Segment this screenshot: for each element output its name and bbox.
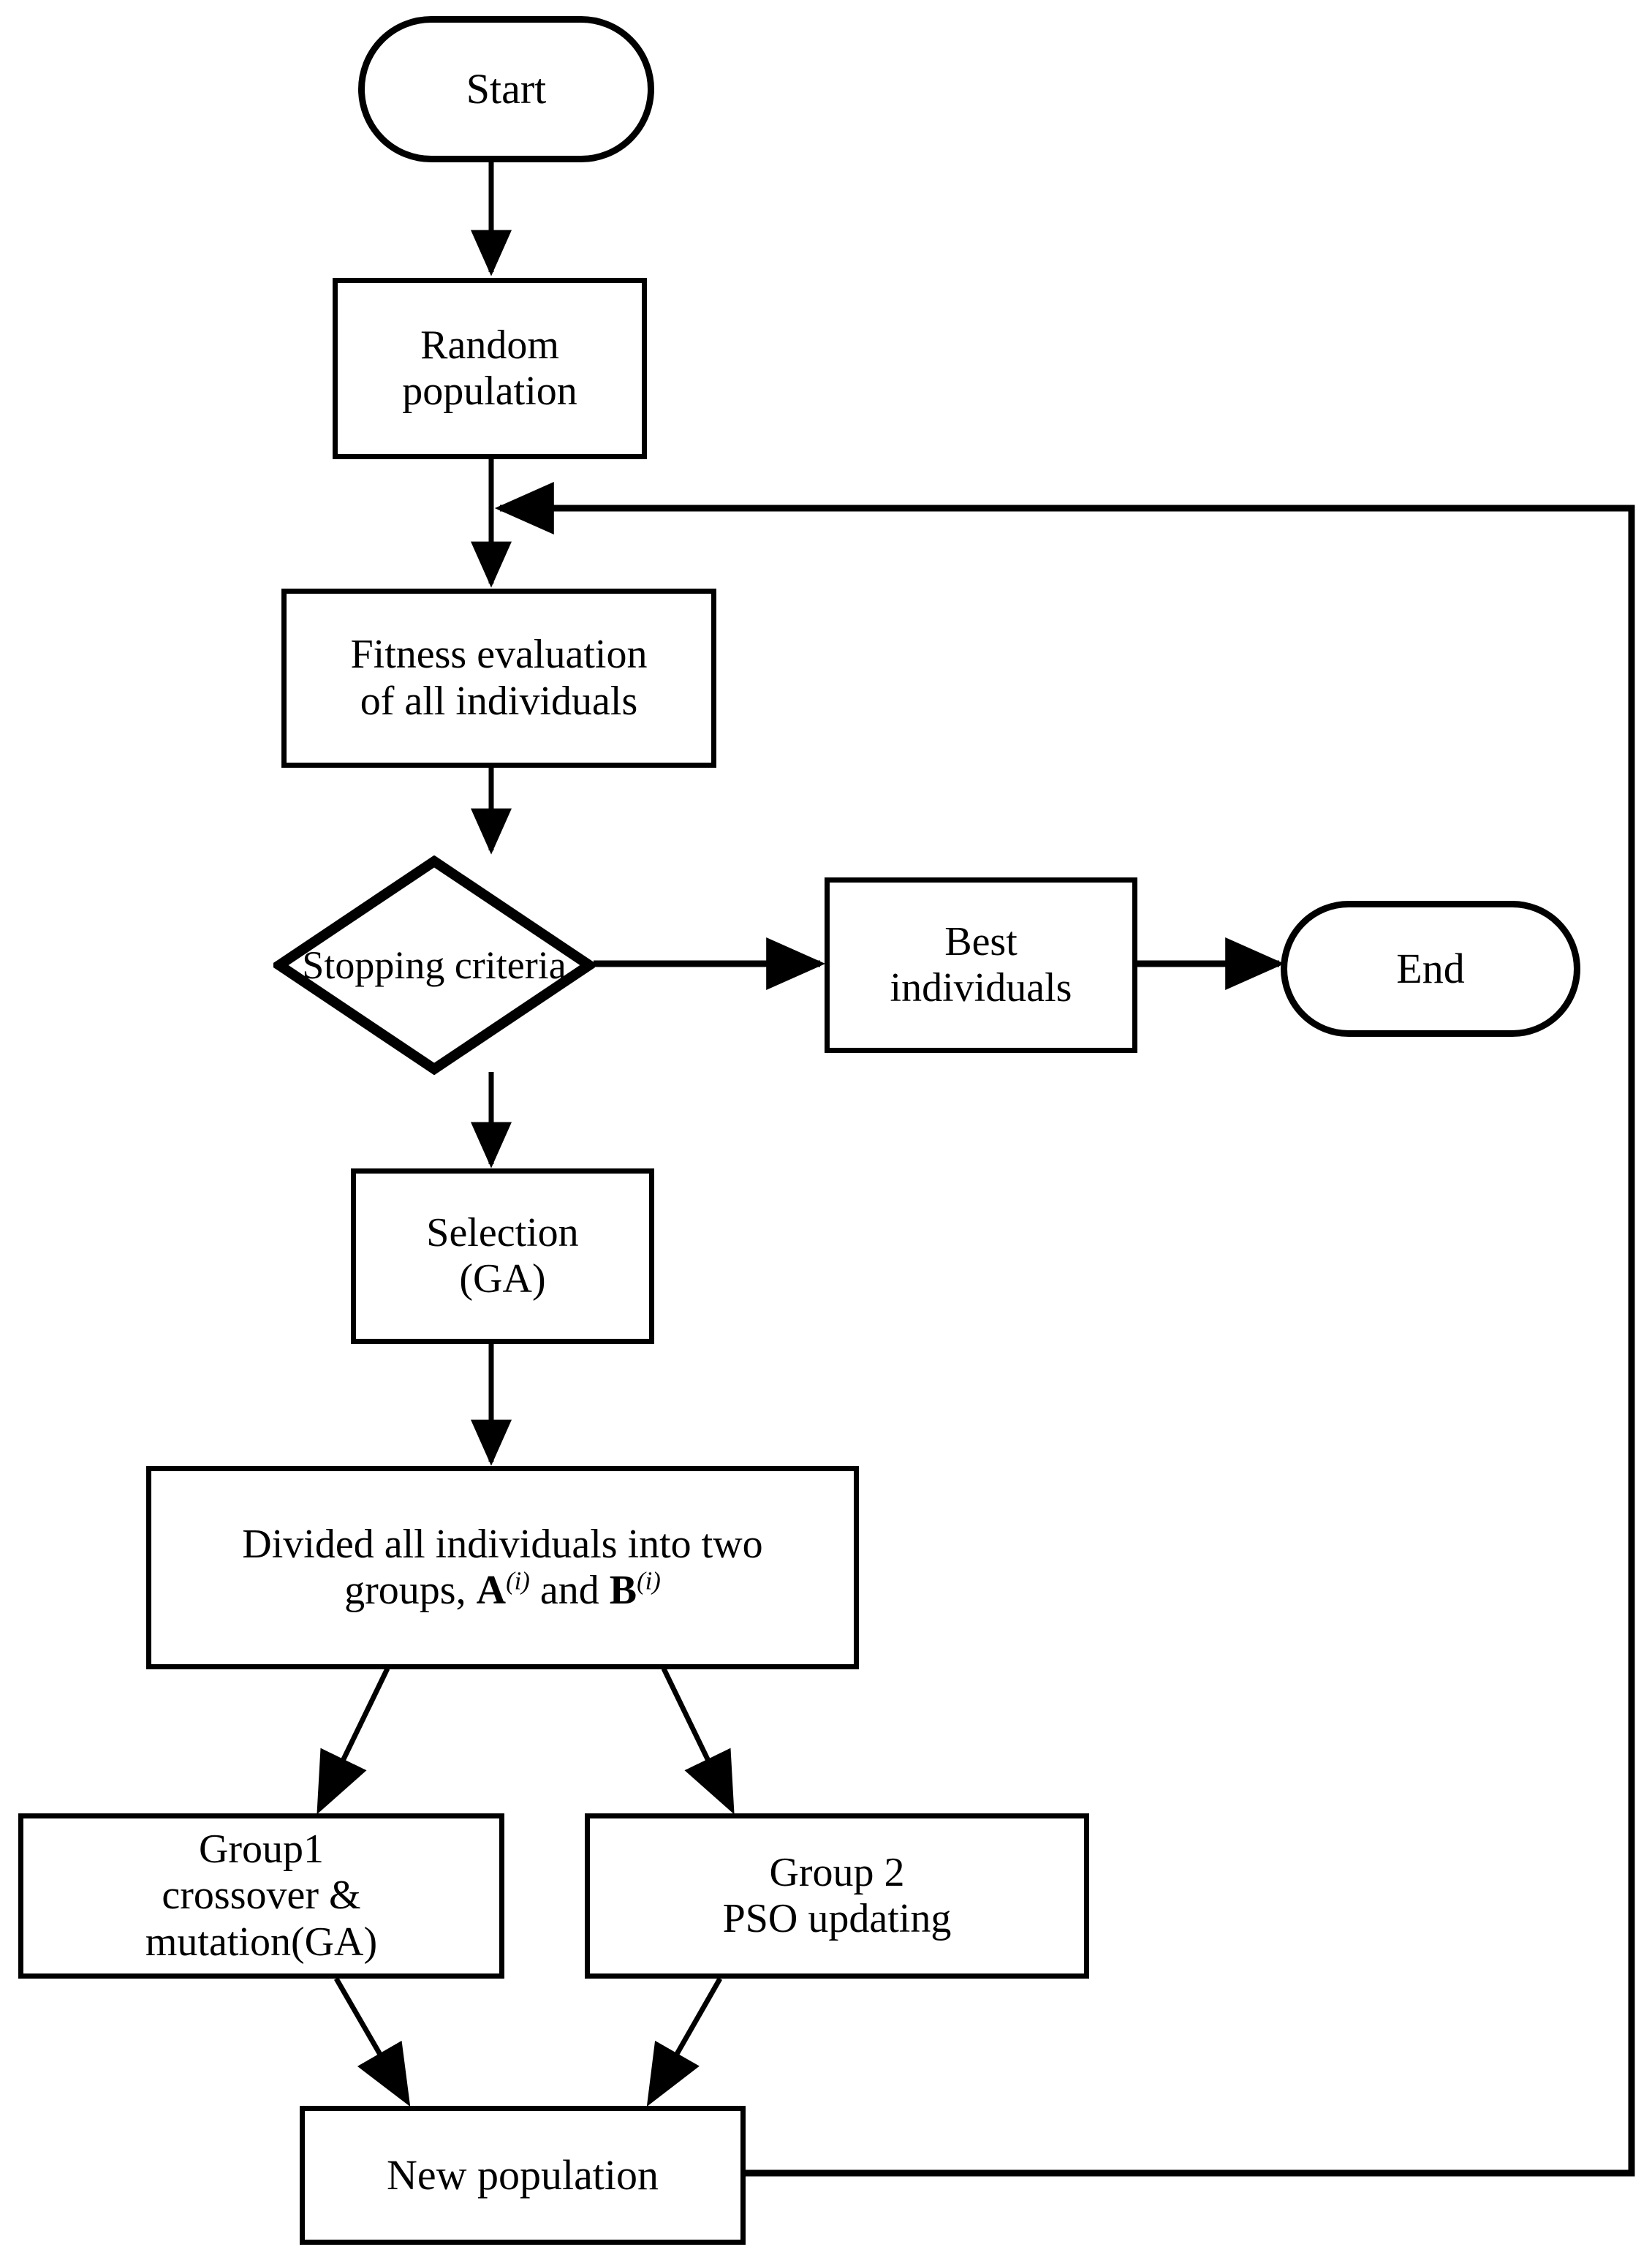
node-end-label: End (1396, 945, 1465, 993)
node-group2-line2: PSO updating (722, 1896, 952, 1941)
edge-feedback-loop (494, 482, 1635, 2177)
node-group1-line3: mutation(GA) (145, 1919, 378, 1965)
node-stopping-criteria-textbox: Stopping criteria (273, 855, 595, 1075)
node-fitness-evaluation-line2: of all individuals (360, 678, 638, 724)
node-best-individuals-line1: Best (944, 918, 1018, 964)
edge-divided-to-group1 (317, 1667, 390, 1815)
node-stopping-criteria[interactable]: Stopping criteria (273, 855, 595, 1075)
group-a-superscript: (i) (506, 1566, 530, 1595)
group-b-superscript: (i) (637, 1566, 661, 1595)
node-start[interactable]: Start (358, 16, 654, 162)
node-random-population-line2: population (402, 369, 577, 414)
node-divided-groups-line2: groups, A(i) and B(i) (338, 1568, 667, 1614)
node-selection[interactable]: Selection (GA) (351, 1168, 654, 1344)
node-selection-line2: (GA) (459, 1256, 546, 1302)
divided-line2-middle: and (529, 1568, 610, 1613)
node-group1-line1: Group1 (198, 1827, 325, 1873)
node-fitness-evaluation[interactable]: Fitness evaluation of all individuals (281, 589, 716, 768)
node-end[interactable]: End (1281, 901, 1580, 1037)
node-group2-line1: Group 2 (769, 1849, 905, 1895)
divided-line2-prefix: groups, (344, 1568, 477, 1613)
node-random-population[interactable]: Random population (333, 278, 647, 459)
node-group2[interactable]: Group 2 PSO updating (585, 1813, 1089, 1979)
group-a-symbol: A (476, 1568, 507, 1613)
node-start-label: Start (466, 65, 547, 113)
node-new-population-label: New population (386, 2151, 659, 2199)
node-random-population-line1: Random (420, 322, 559, 368)
node-fitness-evaluation-line1: Fitness evaluation (350, 632, 648, 678)
node-new-population[interactable]: New population (300, 2106, 746, 2245)
node-group1[interactable]: Group1 crossover & mutation(GA) (18, 1813, 504, 1979)
edge-divided-to-group2 (661, 1667, 735, 1815)
node-divided-groups[interactable]: Divided all individuals into two groups,… (146, 1466, 859, 1669)
diamond-shape (273, 855, 595, 1075)
edge-group1-to-newpop (333, 1977, 411, 2107)
group-b-symbol: B (609, 1568, 637, 1613)
node-selection-line1: Selection (426, 1209, 579, 1255)
node-group1-line2: crossover & (162, 1873, 361, 1919)
node-divided-groups-line1: Divided all individuals into two (242, 1521, 763, 1567)
node-best-individuals[interactable]: Best individuals (825, 877, 1137, 1053)
node-best-individuals-line2: individuals (890, 965, 1072, 1011)
edge-group2-to-newpop (646, 1977, 723, 2107)
node-stopping-criteria-label: Stopping criteria (302, 943, 567, 987)
